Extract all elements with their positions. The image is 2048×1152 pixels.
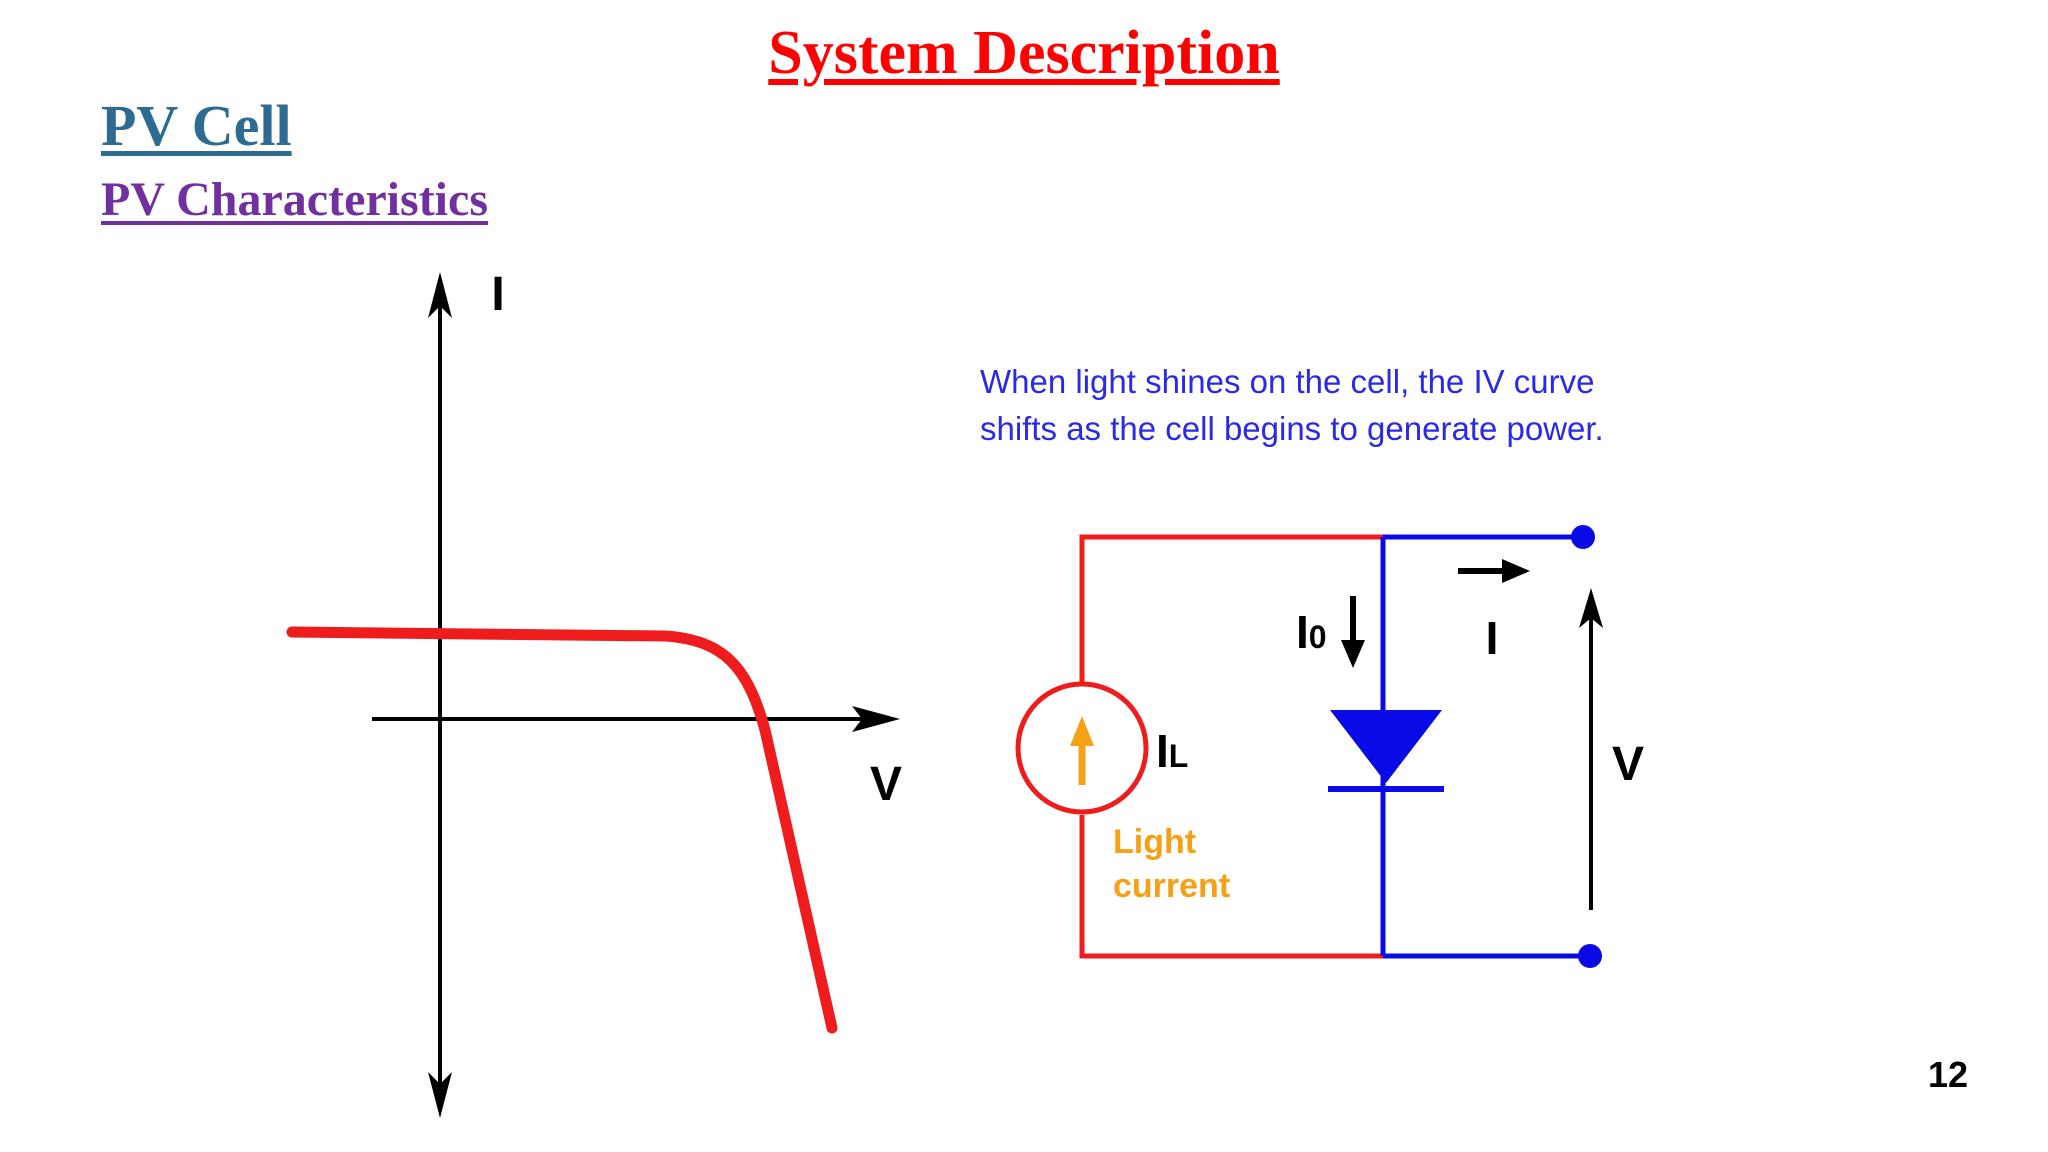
y-axis-arrow-up <box>428 272 452 318</box>
light-current-label-line1: Light <box>1113 823 1196 861</box>
slide-title: System Description <box>768 19 1280 87</box>
voltage-arrow-head <box>1579 588 1603 628</box>
caption-line-2: shifts as the cell begins to generate po… <box>980 410 1604 447</box>
terminal-top <box>1571 525 1595 549</box>
x-axis-label: V <box>870 758 902 811</box>
diode-current-arrow-head <box>1341 640 1365 668</box>
y-axis-arrow-down <box>428 1072 452 1118</box>
terminal-bottom <box>1578 944 1602 968</box>
red-wire-top <box>1079 534 1383 682</box>
pv-circuit: IL Light current I0 I V <box>1015 525 1644 968</box>
y-axis-label: I <box>491 268 504 321</box>
light-current-label-line2: current <box>1113 867 1230 905</box>
x-axis-arrow <box>852 706 900 732</box>
section-heading: PV Cell <box>101 93 292 158</box>
output-current-arrow-head <box>1502 559 1530 583</box>
iv-curve <box>286 626 838 1034</box>
red-wire-bottom <box>1079 815 1383 959</box>
voltage-label: V <box>1612 738 1644 791</box>
iv-graph: I V <box>286 268 902 1118</box>
output-current-label: I <box>1486 612 1499 664</box>
source-current-label: IL <box>1156 725 1188 777</box>
light-current-arrow-head <box>1070 716 1094 746</box>
source-current-label-main: I <box>1156 725 1169 777</box>
diode-triangle <box>1330 710 1442 783</box>
caption-line-1: When light shines on the cell, the IV cu… <box>980 363 1595 400</box>
diode-current-label-sub: 0 <box>1309 619 1327 655</box>
source-current-label-sub: L <box>1169 738 1189 774</box>
diode-current-label: I0 <box>1296 606 1327 658</box>
diode-current-label-main: I <box>1296 606 1309 658</box>
page-number: 12 <box>1928 1054 1969 1095</box>
section-subheading: PV Characteristics <box>101 173 488 226</box>
circuit-caption: When light shines on the cell, the IV cu… <box>980 358 1700 452</box>
